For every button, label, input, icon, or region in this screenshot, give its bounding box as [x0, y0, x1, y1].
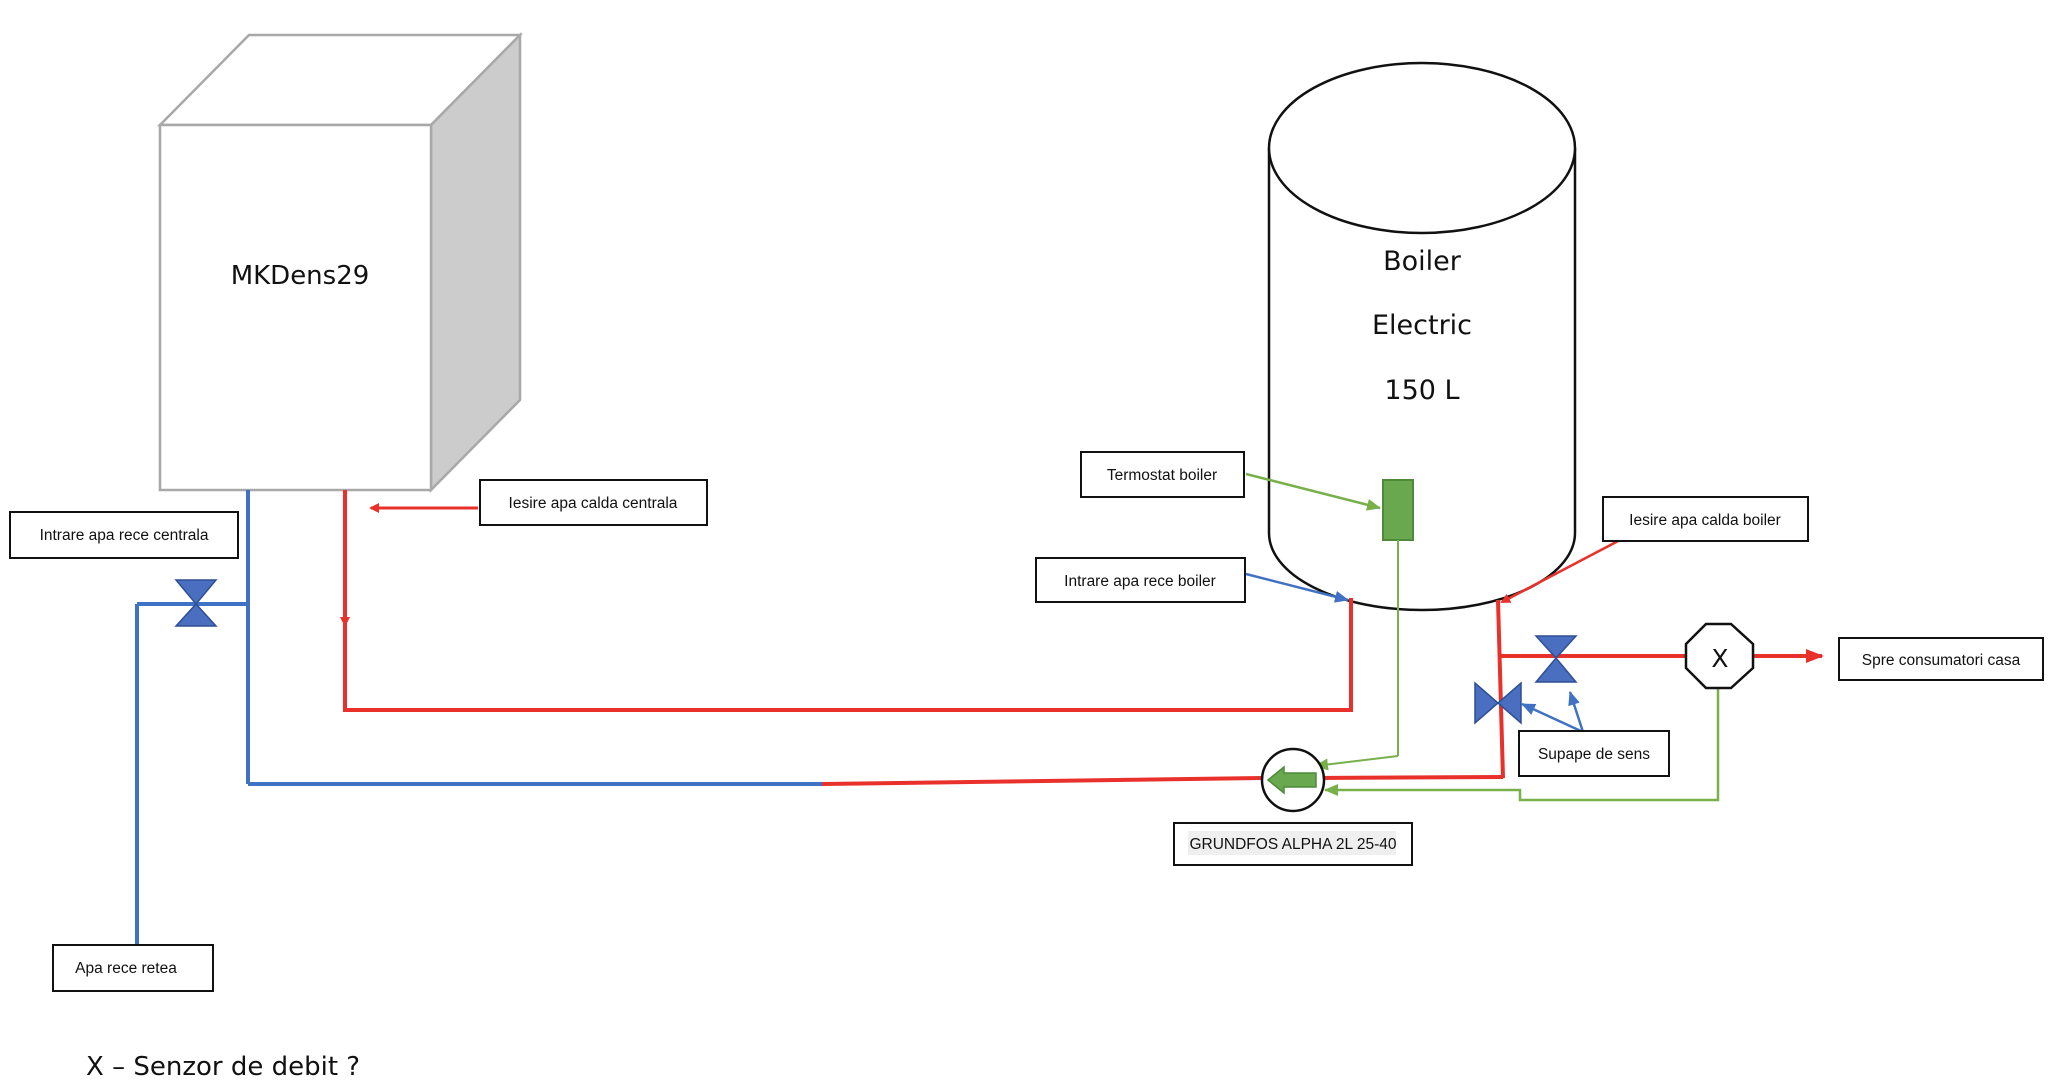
hot-pipe-return-to-pump [1311, 775, 1504, 780]
label-termostat-boiler: Termostat boiler [1080, 451, 1245, 498]
label-text: GRUNDFOS ALPHA 2L 25-40 [1189, 836, 1396, 853]
label-box [1518, 730, 1670, 777]
valve-left-triangle [1474, 681, 1500, 725]
hot-water-pipes [340, 490, 1824, 786]
label-text: Apa rece retea [75, 960, 177, 977]
label-box [1838, 637, 2044, 681]
label-spre-consumatori-casa: Spre consumatori casa [1838, 637, 2044, 681]
tank-top [1267, 61, 1577, 235]
label-box [479, 479, 708, 526]
thermostat-sensor [1382, 479, 1414, 541]
label-box [1080, 451, 1245, 498]
label-intrare-apa-rece-centrala: Intrare apa rece centrala [9, 511, 239, 559]
label-pump-model: GRUNDFOS ALPHA 2L 25-40 [1173, 822, 1413, 866]
callout-arrow-intrare-boiler [1245, 572, 1349, 603]
valve-bottom-triangle [1534, 656, 1578, 683]
mkdens29-unit: MKDens29 [157, 31, 523, 494]
label-box [1035, 557, 1246, 603]
label-text: Spre consumatori casa [1862, 652, 2021, 669]
circulation-pump [1260, 747, 1326, 813]
callout-arrow-supape-1 [1521, 702, 1584, 734]
unit-name-label: MKDens29 [231, 261, 370, 291]
label-box [52, 944, 214, 992]
flow-sensor-symbol: X [1711, 644, 1728, 673]
electric-boiler-tank: Boiler Electric 150 L [1267, 61, 1577, 612]
check-valve-horizontal [1474, 681, 1522, 725]
valve-top-triangle [174, 579, 218, 606]
valve-bottom-triangle [174, 602, 218, 627]
hot-pipe-boiler-outlet [1496, 599, 1505, 779]
check-valve-vertical [1534, 635, 1578, 683]
thermostat-signal-to-pump [1314, 755, 1399, 771]
tank-body [1267, 148, 1577, 612]
tank-label-line2: Electric [1372, 310, 1472, 341]
sensor-signal-to-pump [1324, 676, 1720, 802]
legend-text: X – Senzor de debit ? [86, 1052, 360, 1082]
tank-label-line3: 150 L [1384, 375, 1459, 406]
label-supape-de-sens: Supape de sens [1518, 730, 1670, 777]
label-box [9, 511, 239, 559]
label-text: Supape de sens [1538, 746, 1650, 763]
label-text: Iesire apa calda centrala [509, 495, 678, 512]
label-text: Intrare apa rece boiler [1064, 573, 1216, 590]
label-intrare-apa-rece-boiler: Intrare apa rece boiler [1035, 557, 1246, 603]
label-text: Intrare apa rece centrala [40, 527, 209, 544]
valve-top-triangle [1534, 635, 1578, 660]
hot-pipe-return-from-pump [821, 776, 1263, 786]
valve-right-triangle [1496, 681, 1522, 725]
label-apa-rece-retea: Apa rece retea [52, 944, 214, 992]
label-highlight [1188, 831, 1396, 855]
label-text: Termostat boiler [1107, 467, 1217, 484]
flow-sensor: X [1684, 622, 1755, 690]
callout-arrow-termostat [1245, 472, 1381, 511]
pump-direction-arrow [1266, 765, 1317, 795]
label-iesire-apa-calda-boiler: Iesire apa calda boiler [1602, 496, 1809, 542]
label-text: Iesire apa calda boiler [1629, 512, 1781, 529]
unit-front-face [158, 123, 433, 492]
label-box [1602, 496, 1809, 542]
label-iesire-apa-calda-centrala: Iesire apa calda centrala [479, 479, 708, 526]
valve-cold-inlet [174, 579, 218, 627]
cold-water-pipes [135, 490, 822, 945]
flow-sensor-octagon [1684, 622, 1755, 690]
tank-label-line1: Boiler [1383, 246, 1462, 277]
signal-lines [1314, 540, 1720, 802]
callout-arrow-supape-2 [1568, 691, 1585, 733]
callout-arrow-iesire-boiler [1500, 538, 1621, 604]
